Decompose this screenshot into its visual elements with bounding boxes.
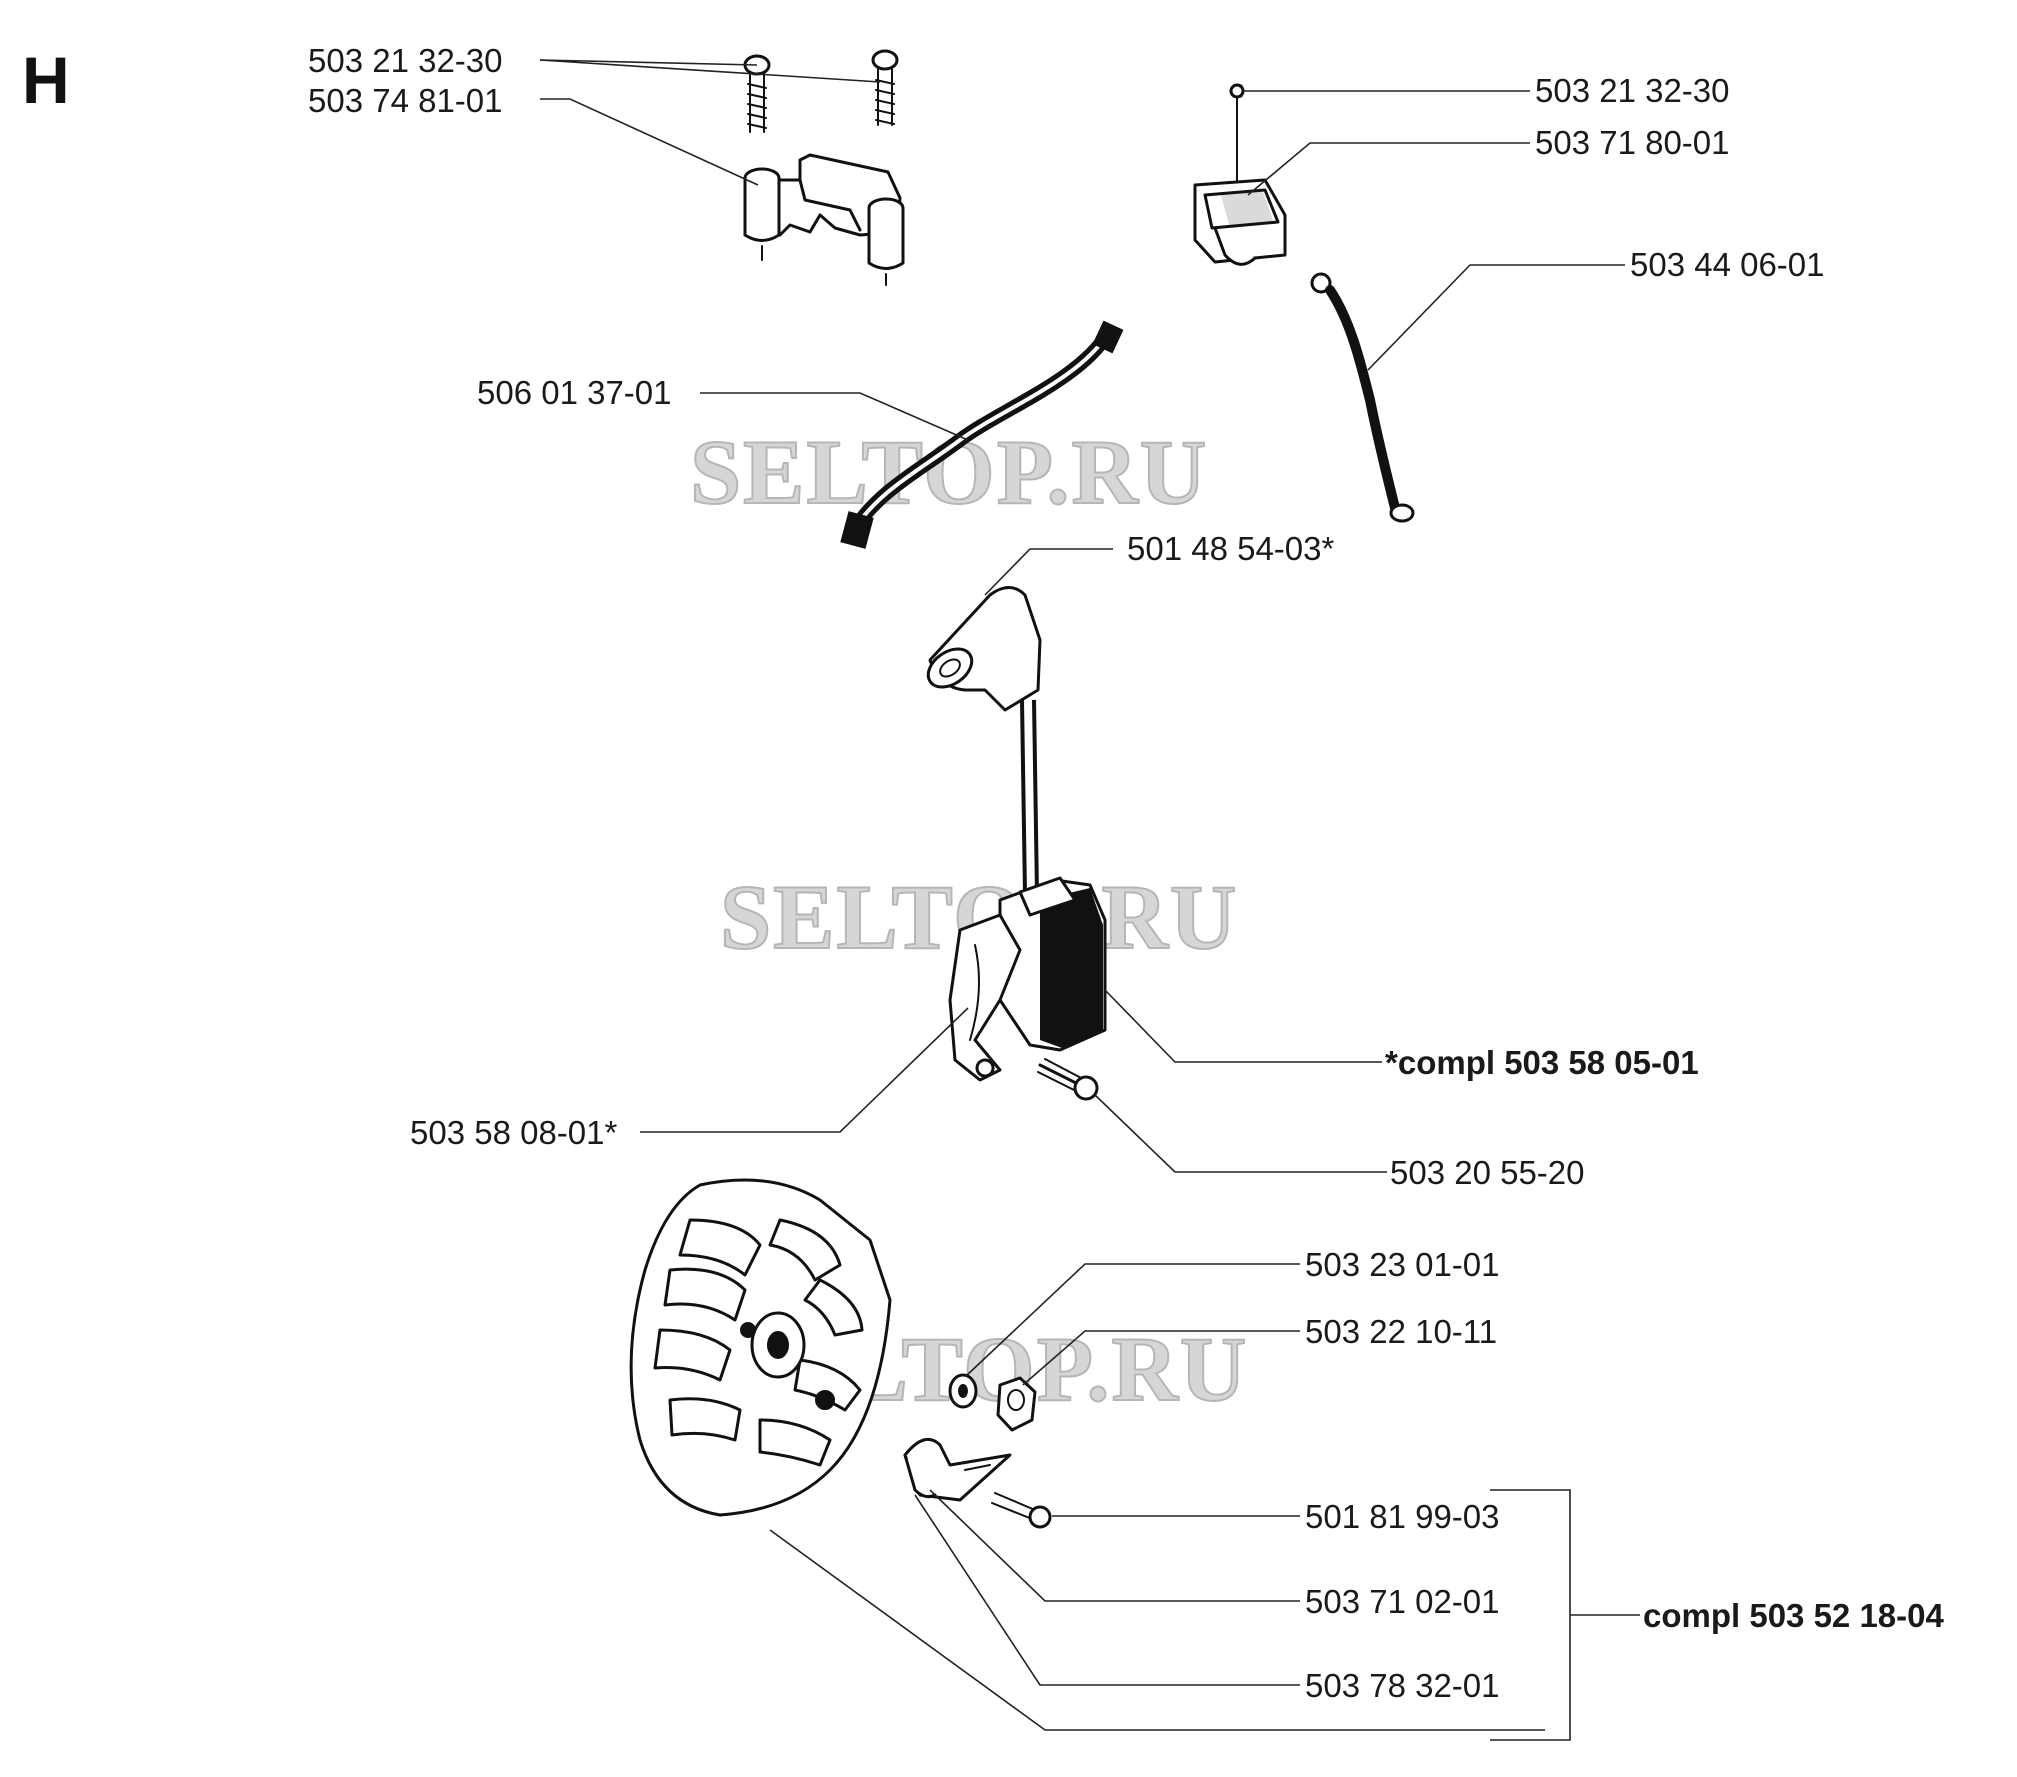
label-ignition-module-complete: *compl 503 58 05-01 [1385, 1044, 1699, 1081]
label-module-screw: 503 20 55-20 [1390, 1154, 1585, 1191]
label-pawl-screw: 501 81 99-03 [1305, 1498, 1500, 1535]
label-flywheel-complete: compl 503 52 18-04 [1643, 1597, 1944, 1634]
label-washer: 503 23 01-01 [1305, 1246, 1500, 1283]
short-circuit-cable-drawing [840, 320, 1124, 549]
label-pawl: 503 71 02-01 [1305, 1583, 1500, 1620]
label-screw-top-right: 503 21 32-30 [1535, 72, 1730, 109]
watermark-1: SELTOP.RU [690, 421, 1208, 523]
label-nut: 503 22 10-11 [1305, 1313, 1497, 1350]
label-ground-wire: 503 44 06-01 [1630, 246, 1825, 283]
label-bracket: 503 74 81-01 [308, 82, 503, 119]
ignition-module-drawing [926, 586, 1107, 1101]
label-short-circuit-cable: 506 01 37-01 [477, 374, 672, 411]
section-letter: H [22, 43, 70, 117]
bracket-assembly-drawing [743, 49, 905, 286]
label-switch: 503 71 80-01 [1535, 124, 1730, 161]
ground-wire-drawing [1310, 272, 1415, 523]
watermark-2: SELTOP.RU [720, 866, 1238, 968]
label-ignition-module-body: 503 58 08-01* [410, 1114, 618, 1151]
leader-lines [539, 59, 1640, 1741]
label-spark-plug-cap: 501 48 54-03* [1127, 530, 1335, 567]
label-spring: 503 78 32-01 [1305, 1667, 1500, 1704]
label-screw-top-left: 503 21 32-30 [308, 42, 503, 79]
flywheel-drawing [629, 1178, 1052, 1529]
